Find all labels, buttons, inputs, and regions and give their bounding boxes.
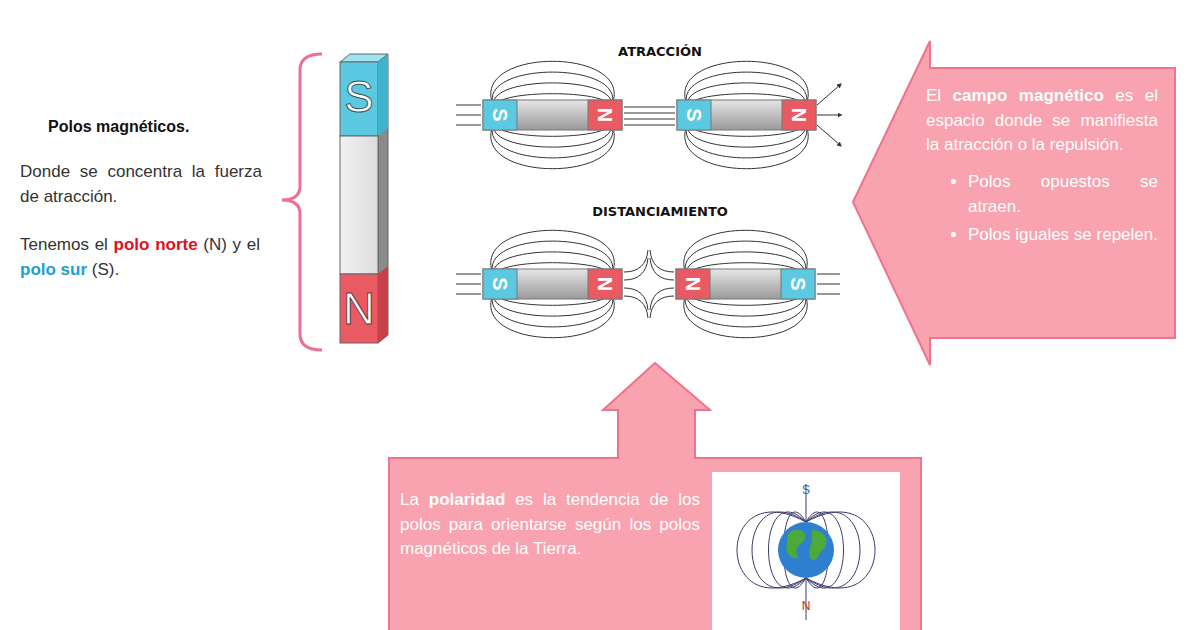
pole-letter: N: [590, 98, 620, 132]
key-term: campo magnético: [953, 86, 1104, 105]
field-line: [624, 125, 675, 126]
key-term: polaridad: [429, 490, 506, 509]
bracket: [282, 54, 322, 350]
callout-text: La polaridad es la tendencia de los polo…: [400, 488, 700, 562]
field-lines: [456, 61, 840, 337]
field-line: [624, 113, 675, 114]
body-text: Donde se concentra la fuerza de atracció…: [20, 160, 262, 209]
field-line: [650, 296, 674, 318]
field-line: [624, 119, 675, 120]
field-line: [624, 250, 648, 272]
text-paragraph: Tenemos el polo norte (N) y el polo sur …: [20, 233, 260, 282]
field-line: [650, 250, 674, 272]
pole-letter: N: [678, 267, 708, 301]
pole-letter: S: [485, 267, 515, 301]
panel-title: ATRACCIÓN: [540, 44, 780, 59]
field-line: [817, 115, 840, 116]
key-term: polo sur: [20, 260, 87, 279]
panel-title: DISTANCIAMIENTO: [520, 204, 800, 219]
body-text: Tenemos el: [20, 235, 108, 254]
pole-letter: N: [796, 599, 816, 613]
callout-text: El campo magnético es el espacio donde s…: [926, 84, 1158, 252]
body-text: (S).: [92, 260, 119, 279]
field-line: [817, 85, 840, 105]
field-line: [456, 274, 481, 275]
bullet-item: Polos opuestos se atraen.: [968, 170, 1158, 219]
field-line: [456, 284, 481, 285]
pole-letter: S: [679, 98, 709, 132]
field-line: [456, 125, 481, 126]
field-line: [817, 274, 840, 275]
bullet-item: Polos iguales se repelen.: [968, 223, 1158, 248]
field-line: [650, 258, 674, 280]
magnets: [483, 100, 816, 299]
field-line: [624, 107, 675, 108]
callout-text: El: [926, 86, 941, 105]
key-term: polo norte: [114, 235, 198, 254]
pole-letter: N: [590, 267, 620, 301]
arrow-callout: El campo magnético es el espacio donde s…: [852, 40, 1177, 366]
field-line: [817, 284, 840, 285]
field-line: [624, 296, 648, 318]
pole-letter: S: [340, 72, 378, 122]
bar-magnet: [340, 54, 388, 343]
pole-letter: N: [784, 98, 814, 132]
field-line: [817, 125, 840, 145]
heading: Polos magnéticos.: [48, 118, 278, 136]
pole-letter: S: [796, 483, 816, 497]
field-line: [456, 294, 481, 295]
field-line: [456, 115, 481, 116]
field-line: [624, 258, 648, 280]
pole-letter: S: [485, 98, 515, 132]
pole-letter: N: [340, 284, 378, 334]
body-text: (N) y el: [203, 235, 260, 254]
field-line: [456, 105, 481, 106]
arrow-box: La polaridad es la tendencia de los polo…: [388, 362, 922, 630]
callout-text: La: [400, 490, 419, 509]
pole-letter: S: [783, 267, 813, 301]
field-line: [817, 294, 840, 295]
